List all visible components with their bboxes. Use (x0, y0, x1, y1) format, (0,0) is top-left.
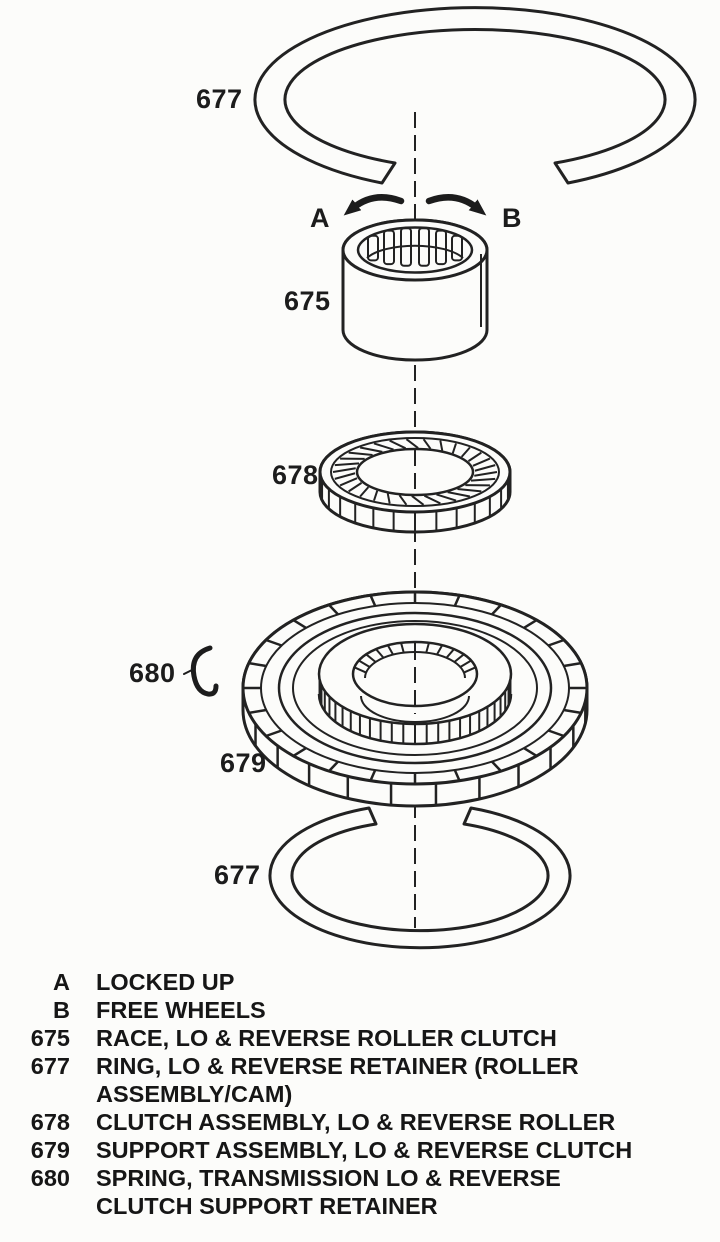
rotation-arrows (343, 194, 487, 216)
callout-support: 679 (220, 748, 267, 778)
legend-desc: RACE, LO & REVERSE ROLLER CLUTCH (96, 1025, 557, 1051)
retainer-spring (183, 645, 219, 697)
legend-key: 677 (30, 1053, 70, 1079)
callout-clutch: 678 (272, 460, 319, 490)
retaining-ring-bottom (268, 806, 572, 950)
callout-locked: A (310, 203, 330, 233)
lo-reverse-clutch-exploded-view (183, 6, 697, 950)
legend-desc: LOCKED UP (96, 969, 235, 995)
legend-desc-line: RING, LO & REVERSE RETAINER (ROLLER (96, 1053, 579, 1079)
support-drum-splines (318, 679, 512, 744)
legend-row: 677 RING, LO & REVERSE RETAINER (ROLLER … (22, 1052, 720, 1108)
legend-desc-line: CLUTCH SUPPORT RETAINER (96, 1193, 438, 1219)
sprag-elements (332, 438, 498, 506)
legend-desc: SPRING, TRANSMISSION LO & REVERSE CLUTCH… (96, 1164, 696, 1220)
clutch-support-assembly (241, 590, 589, 808)
arrow-freewheel-icon (425, 194, 487, 216)
callout-freewheel: B (502, 203, 522, 233)
legend-key: B (53, 997, 70, 1023)
legend-row: 679 SUPPORT ASSEMBLY, LO & REVERSE CLUTC… (22, 1136, 720, 1164)
legend-key: 679 (30, 1137, 70, 1163)
arrow-locked-icon (343, 194, 405, 216)
legend-row: A LOCKED UP (22, 968, 720, 996)
callout-spring: 680 (129, 658, 176, 688)
retaining-ring-top (253, 6, 697, 185)
roller-clutch-race (341, 218, 489, 362)
diagram-area: 677 A B 675 678 680 679 677 (129, 6, 697, 950)
legend-row: 678 CLUTCH ASSEMBLY, LO & REVERSE ROLLER (22, 1108, 720, 1136)
legend-desc: SUPPORT ASSEMBLY, LO & REVERSE CLUTCH (96, 1137, 633, 1163)
callout-race: 675 (284, 286, 331, 316)
legend-key: A (53, 969, 70, 995)
legend-key: 678 (30, 1109, 70, 1135)
legend-desc-line: SPRING, TRANSMISSION LO & REVERSE (96, 1165, 561, 1191)
callout-ring-bottom: 677 (214, 860, 261, 890)
support-front-teeth (254, 701, 587, 806)
roller-slots (367, 227, 463, 267)
legend-row: 680 SPRING, TRANSMISSION LO & REVERSE CL… (22, 1164, 720, 1220)
legend-desc: CLUTCH ASSEMBLY, LO & REVERSE ROLLER (96, 1109, 616, 1135)
legend-desc: FREE WHEELS (96, 997, 266, 1023)
legend-desc-line: ASSEMBLY/CAM) (96, 1081, 293, 1107)
clutch-front-serrations (321, 480, 509, 532)
legend: A LOCKED UP B FREE WHEELS 675 RACE, LO &… (0, 968, 720, 1220)
support-bore-splines (353, 642, 477, 674)
callout-ring-top: 677 (196, 84, 243, 114)
legend-row: 675 RACE, LO & REVERSE ROLLER CLUTCH (22, 1024, 720, 1052)
support-teeth (243, 592, 587, 784)
legend-row: B FREE WHEELS (22, 996, 720, 1024)
legend-desc: RING, LO & REVERSE RETAINER (ROLLER ASSE… (96, 1052, 696, 1108)
legend-key: 675 (30, 1025, 70, 1051)
legend-key: 680 (30, 1165, 70, 1191)
